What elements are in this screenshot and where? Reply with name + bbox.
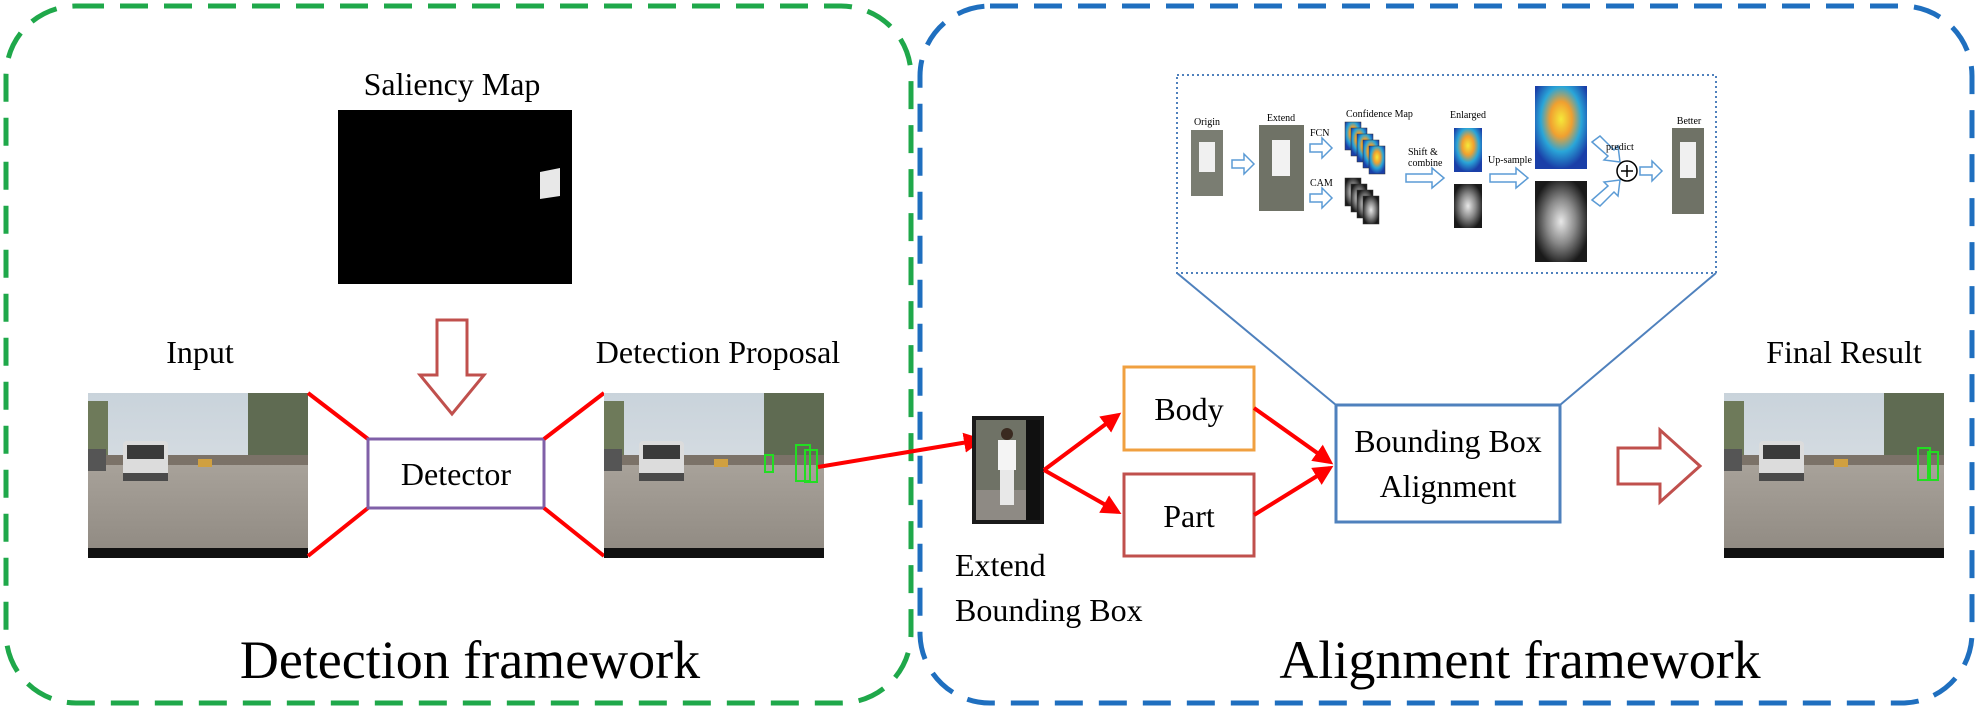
inset-arrow-cam (1309, 186, 1334, 210)
bba-label-1: Bounding Box (1354, 423, 1542, 459)
arrow-part-to-bba (1252, 465, 1334, 517)
inset-zoom-line-right (1559, 272, 1717, 406)
connector-input-detector-top (306, 391, 370, 441)
inset-better-label: Better (1677, 116, 1702, 127)
detection-proposal-image (604, 393, 824, 558)
alignment-frame (917, 3, 1975, 706)
inset-origin-person (1199, 142, 1215, 172)
inset-arrow-upsample (1489, 166, 1530, 190)
final-result-image (1724, 393, 1944, 558)
inset-arrow-to-better (1639, 159, 1664, 183)
bba-box (1334, 403, 1562, 524)
input-label: Input (166, 334, 234, 370)
detection-framework-title: Detection framework (240, 630, 700, 690)
inset-extend-label: Extend (1267, 113, 1295, 124)
inset-enlarged-label: Enlarged (1450, 110, 1486, 121)
inset-cam-stack (1344, 177, 1380, 225)
inset-upsampled-heat (1535, 86, 1587, 169)
extend-bbox-image (972, 416, 1044, 524)
bba-label-2: Alignment (1380, 468, 1517, 504)
saliency-map-label: Saliency Map (364, 66, 541, 102)
inset-arrow-1 (1231, 152, 1256, 176)
proposal-box-3 (764, 454, 774, 473)
detector-box (366, 437, 546, 510)
arrow-body-to-bba (1252, 406, 1334, 465)
inset-better-person (1680, 142, 1696, 178)
final-box-1 (1917, 447, 1931, 481)
saliency-blob (540, 168, 560, 199)
inset-confidence-map-label: Confidence Map (1346, 109, 1413, 120)
down-hollow-arrow (416, 318, 488, 417)
detection-frame (3, 3, 914, 706)
inset-arrow-to-sum-top (1590, 135, 1621, 163)
inset-arrow-to-sum-bottom (1590, 179, 1621, 207)
inset-origin-label: Origin (1194, 117, 1220, 128)
detection-proposal-label: Detection Proposal (596, 334, 841, 370)
arrow-extend-to-body (1042, 412, 1122, 472)
inset-enlarged-heat (1454, 128, 1482, 172)
inset-confidence-stack (1344, 121, 1386, 175)
proposal-box-1 (795, 444, 811, 482)
inset-enlarged-gray (1454, 184, 1482, 228)
inset-arrow-shift (1405, 166, 1446, 190)
inset-predict-label: predict (1606, 142, 1634, 153)
inset-fcn-label: FCN (1310, 128, 1329, 139)
alignment-framework-title: Alignment framework (1279, 630, 1760, 690)
input-image (88, 393, 308, 558)
final-box-2 (1927, 451, 1939, 481)
inset-cam-label: CAM (1310, 178, 1333, 189)
arrow-extend-to-part (1043, 468, 1122, 514)
inset-extend-person (1272, 140, 1290, 176)
extend-bbox-label-2: Bounding Box (955, 592, 1143, 628)
connector-detector-proposal-top (542, 391, 606, 441)
inset-upsample-label: Up-sample (1488, 155, 1532, 166)
body-box (1122, 365, 1256, 452)
proposal-box-2 (804, 449, 818, 483)
extend-bbox-label-1: Extend (955, 547, 1046, 583)
right-hollow-arrow (1616, 426, 1703, 506)
inset-shift-label-2: combine (1408, 158, 1443, 169)
inset-zoom-line-left (1176, 272, 1337, 406)
inset-upsampled-gray (1535, 181, 1587, 262)
saliency-map-image (338, 110, 572, 284)
connector-detector-proposal-bottom (542, 506, 606, 558)
part-label: Part (1163, 498, 1215, 534)
connector-input-detector-bottom (306, 506, 370, 558)
arrow-proposal-to-extend (817, 432, 984, 469)
body-label: Body (1154, 391, 1223, 427)
inset-arrow-fcn (1309, 136, 1334, 160)
part-box (1122, 472, 1256, 558)
inset-shift-label-1: Shift & (1408, 147, 1438, 158)
detector-label: Detector (401, 456, 512, 492)
final-result-label: Final Result (1766, 334, 1922, 370)
